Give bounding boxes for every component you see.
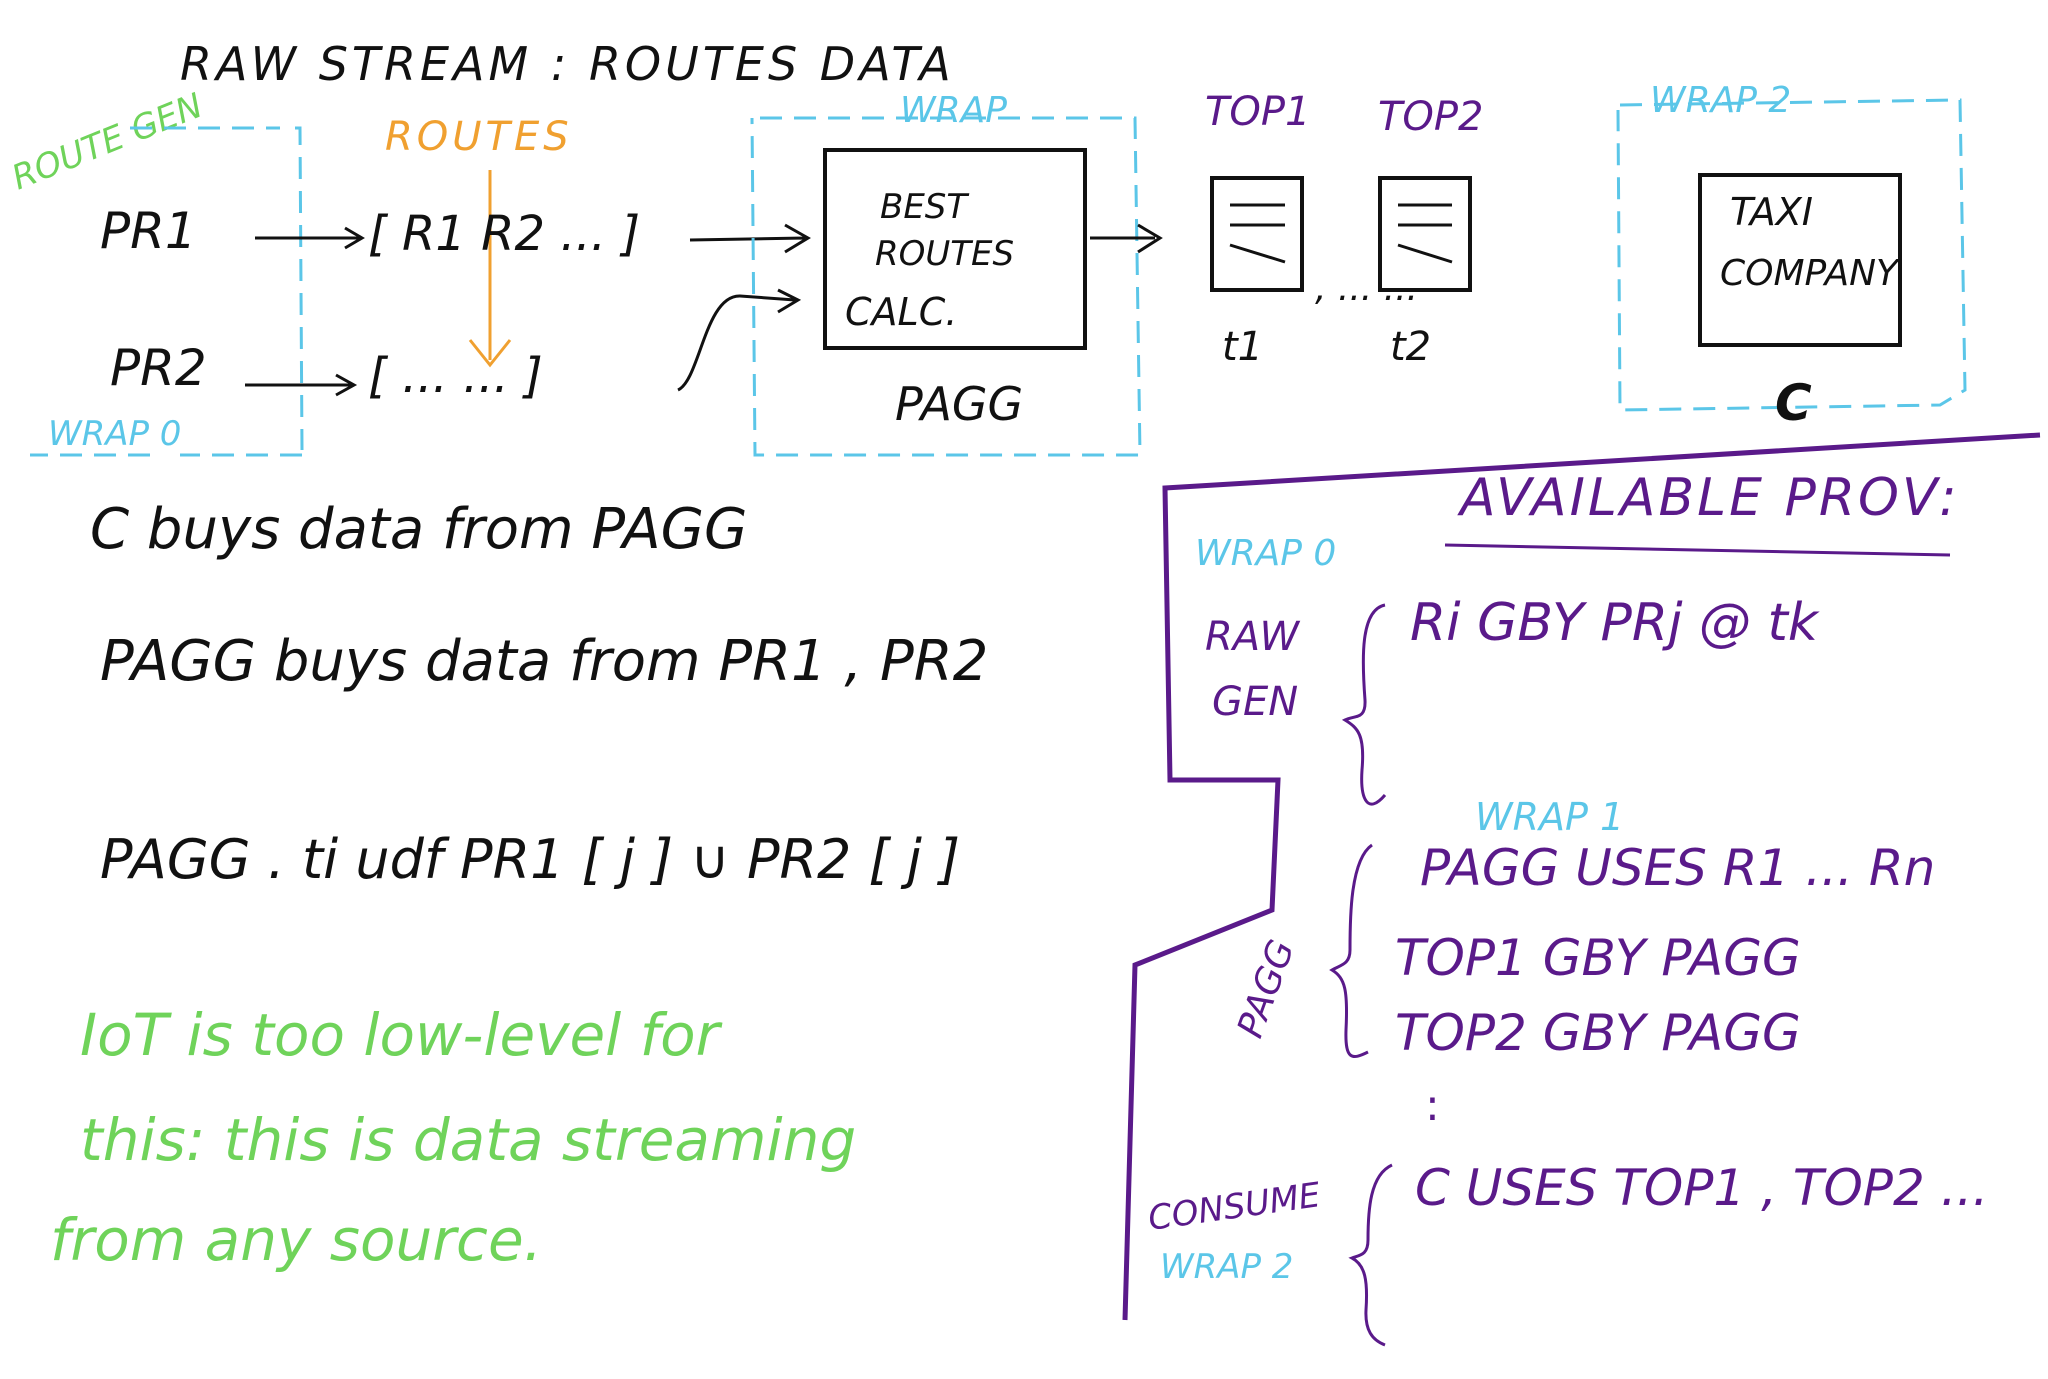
- panel-pagg-line-3: TOP2 GBY PAGG: [1395, 1004, 1801, 1062]
- wrap0-label: WRAP 0: [48, 414, 181, 454]
- panel-pagg-side: PAGG: [1230, 935, 1303, 1043]
- arrow-box-to-top1: [1090, 223, 1163, 254]
- panel-pagg-line-2: TOP1 GBY PAGG: [1395, 929, 1801, 987]
- best-routes-box: [823, 148, 1087, 350]
- top2-label: TOP2: [1378, 94, 1484, 140]
- pagg-label: PAGG: [895, 377, 1023, 431]
- top1-doc-lines: [1229, 203, 1286, 264]
- wrap2-label: WRAP 2: [1650, 80, 1791, 121]
- best-routes-line2: ROUTES: [875, 234, 1014, 274]
- panel-wrap1: WRAP 1: [1475, 795, 1624, 839]
- route-gen-label: ROUTE GEN: [6, 86, 208, 199]
- panel-heading: AVAILABLE PROV:: [1457, 468, 1960, 528]
- wrap2-boundary: [1616, 98, 1967, 412]
- panel-raw-gen-2: GEN: [1212, 679, 1298, 725]
- note-line-2: PAGG buys data from PR1 , PR2: [100, 629, 988, 694]
- pr2-label: PR2: [110, 339, 207, 397]
- wrap-boundary: [750, 116, 1142, 457]
- routes-list-2: [ ... ... ]: [368, 348, 543, 404]
- panel-consume-line: C USES TOP1 , TOP2 ...: [1415, 1159, 1988, 1217]
- top1-doc-icon: [1210, 176, 1304, 292]
- top2-doc-icon: [1378, 176, 1472, 292]
- arrow-pr2-to-list: [245, 373, 358, 397]
- panel-heading-underline: [1444, 543, 1951, 557]
- panel-consume-1: CONSUME: [1146, 1175, 1324, 1239]
- taxi-company-box: [1698, 173, 1902, 347]
- green-note-line-2: this: this is data streaming: [80, 1106, 856, 1174]
- t1-label: t1: [1222, 324, 1263, 370]
- pagg-brace: [1329, 843, 1373, 1058]
- wrap-label: WRAP: [900, 90, 1007, 131]
- t2-label: t2: [1390, 324, 1431, 370]
- panel-consume-2: WRAP 2: [1160, 1247, 1293, 1287]
- panel-raw-gen-1: RAW: [1205, 614, 1300, 660]
- title: RAW STREAM : ROUTES DATA: [180, 37, 955, 91]
- panel-pagg-line-1: PAGG USES R1 ... Rn: [1420, 839, 1935, 897]
- green-note-line-1: IoT is too low-level for: [80, 1001, 723, 1069]
- arrow-list1-to-box: [689, 223, 811, 254]
- routes-label: ROUTES: [385, 114, 573, 160]
- tops-ellipsis: , ... ...: [1315, 268, 1418, 309]
- best-routes-line3: CALC.: [845, 290, 957, 334]
- panel-boundary: [1122, 432, 2041, 1321]
- panel-dots: :: [1425, 1080, 1440, 1131]
- taxi-line2: COMPANY: [1720, 253, 1901, 294]
- raw-brace: [1341, 603, 1387, 806]
- best-routes-line1: BEST: [880, 187, 969, 227]
- panel-wrap0: WRAP 0: [1195, 533, 1336, 574]
- top1-label: TOP1: [1205, 89, 1311, 135]
- wrap0-boundary: [30, 126, 304, 457]
- consume-brace: [1348, 1163, 1393, 1347]
- pr1-label: PR1: [100, 202, 197, 260]
- green-note-line-3: from any source.: [50, 1206, 542, 1274]
- c-label: C: [1775, 374, 1812, 432]
- routes-list-1: [ R1 R2 ... ]: [368, 206, 640, 262]
- arrow-list2-to-box: [677, 288, 802, 392]
- panel-raw-line: Ri GBY PRj @ tk: [1410, 593, 1820, 653]
- routes-arrow: [468, 170, 512, 368]
- arrow-pr1-to-list: [255, 226, 365, 250]
- top2-doc-lines: [1397, 203, 1453, 264]
- note-line-3: PAGG . ti udf PR1 [ j ] ∪ PR2 [ j ]: [100, 828, 960, 891]
- note-line-1: C buys data from PAGG: [90, 497, 747, 562]
- taxi-line1: TAXI: [1730, 190, 1813, 234]
